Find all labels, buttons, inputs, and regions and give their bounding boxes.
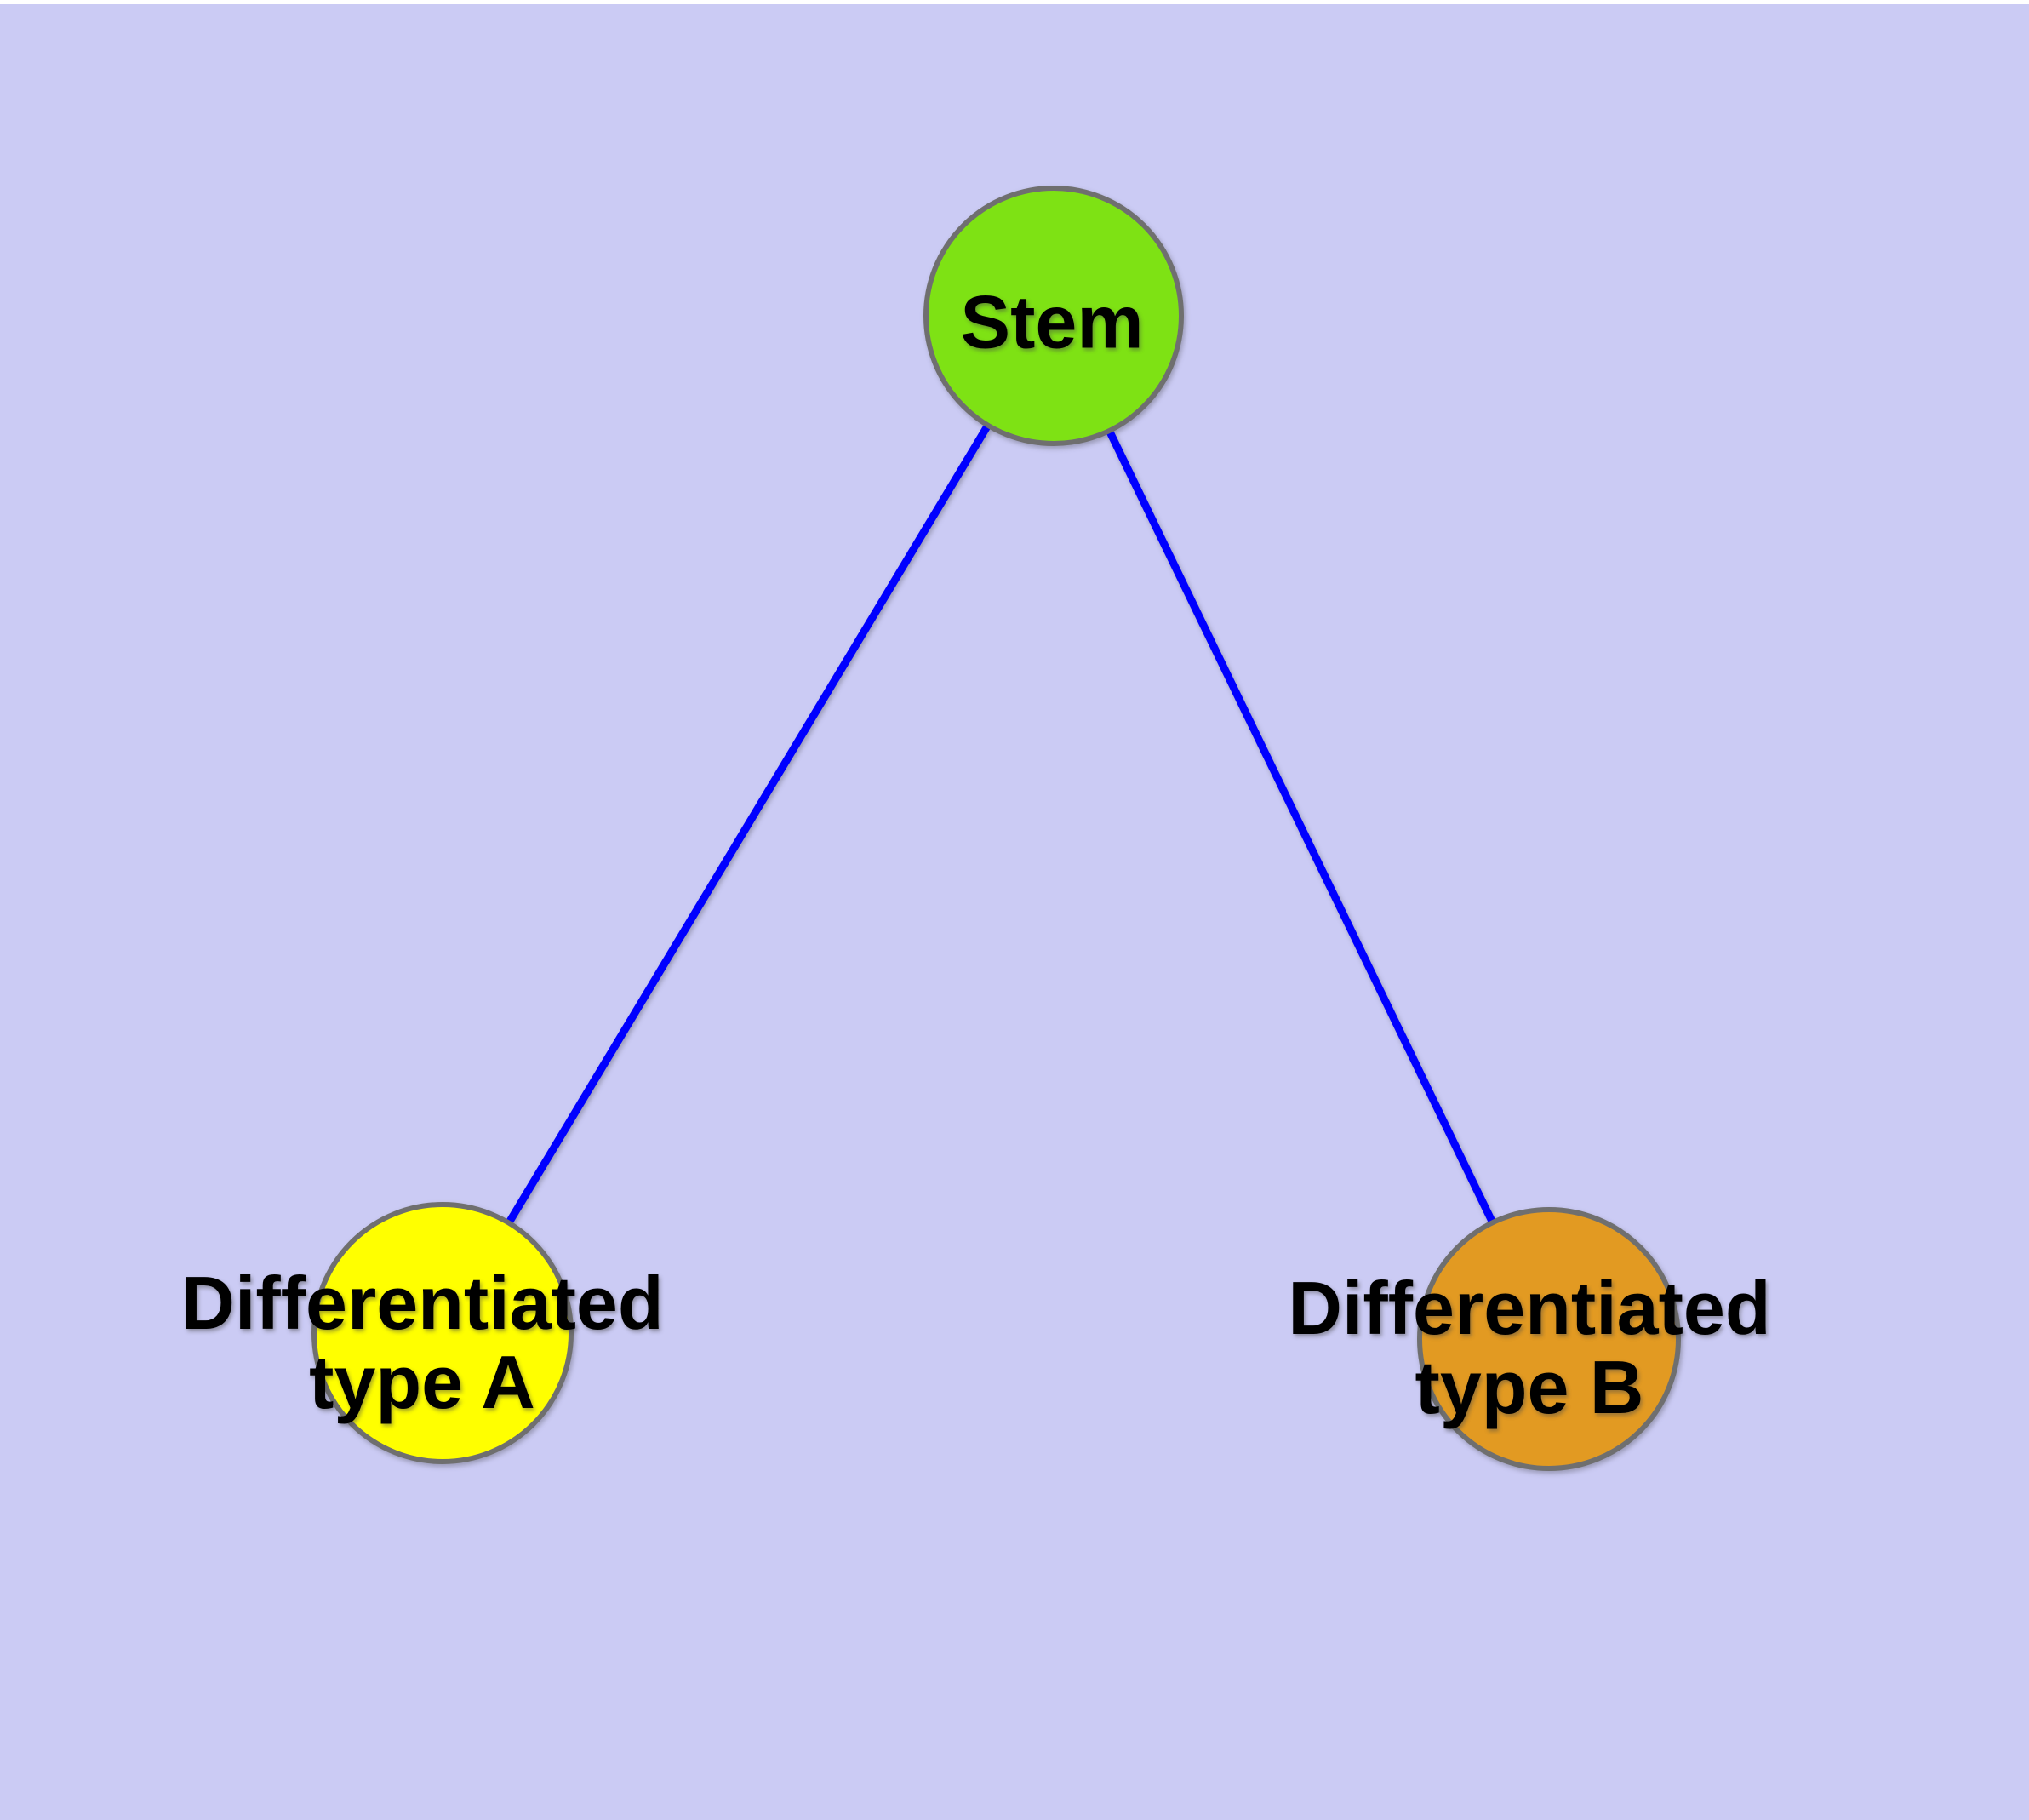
- node-type-b-circle: [1417, 1207, 1681, 1471]
- edge-stem-to-type-b: [1049, 314, 1553, 1341]
- graph-layer: [311, 186, 1681, 1471]
- node-stem-circle: [923, 186, 1184, 446]
- node-stem-label: Stem: [960, 279, 1144, 364]
- edge-stem-to-type-a: [439, 313, 1057, 1336]
- node-type-b-label: Differentiated type B: [1288, 1268, 1770, 1427]
- top-margin-strip: [0, 0, 2029, 4]
- node-type-b-label-line2: type B: [1415, 1345, 1644, 1429]
- node-type-a-circle: [311, 1202, 574, 1464]
- node-type-b-label-line1: Differentiated: [1288, 1266, 1771, 1350]
- node-type-a-label: Differentiated type A: [180, 1263, 663, 1422]
- node-type-a-label-line2: type A: [309, 1340, 535, 1424]
- node-type-a-label-line1: Differentiated: [180, 1261, 664, 1345]
